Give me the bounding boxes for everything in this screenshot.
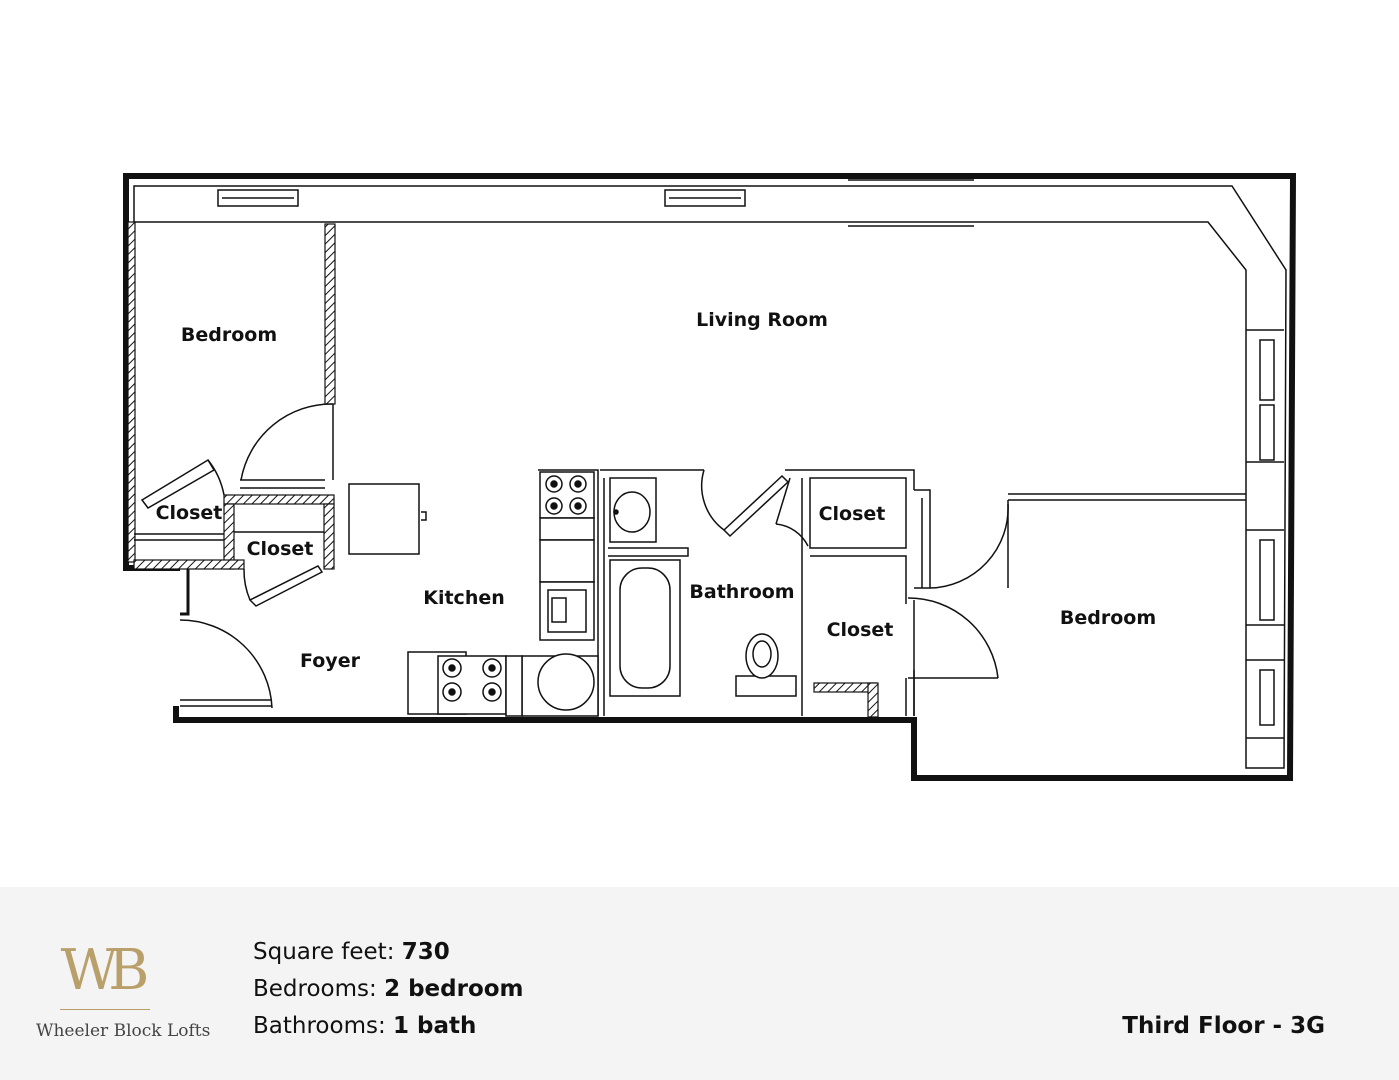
spec-square-feet-label: Square feet: [253,939,402,965]
room-label-closet-4: Closet [827,619,894,641]
floor-plan: Bedroom Living Room Closet Closet Kitche… [123,173,1297,781]
floor-plan-drawing: Bedroom Living Room Closet Closet Kitche… [123,173,1297,781]
spec-bathrooms-label: Bathrooms: [253,1013,394,1039]
spec-bedrooms-label: Bedrooms: [253,976,385,1002]
windows-top [217,179,974,227]
logo-monogram: WB [60,938,150,1003]
room-labels: Bedroom Living Room Closet Closet Kitche… [156,309,1157,672]
exterior-walls [123,173,1297,781]
windows-right [1246,329,1284,739]
room-label-bedroom-left: Bedroom [181,324,277,346]
unit-label: Third Floor - 3G [1122,1013,1325,1039]
doors [140,403,1009,709]
room-label-closet-2: Closet [247,538,314,560]
spec-bedrooms-value: 2 bedroom [384,976,524,1002]
room-label-kitchen: Kitchen [423,587,505,609]
room-label-closet-3: Closet [819,503,886,525]
partitions [134,469,1246,716]
room-label-living-room: Living Room [696,309,828,331]
room-label-bedroom-right: Bedroom [1060,607,1156,629]
logo: WB Wheeler Block Lofts [30,938,210,1049]
spec-bathrooms: Bathrooms: 1 bath [253,1013,476,1039]
spec-square-feet-value: 730 [401,939,450,965]
room-label-bathroom: Bathroom [689,581,794,603]
spec-square-feet: Square feet: 730 [253,939,450,965]
room-label-closet-1: Closet [156,502,223,524]
info-footer: WB Wheeler Block Lofts Square feet: 730 … [0,887,1399,1080]
kitchen-fixtures [348,471,599,717]
logo-name: Wheeler Block Lofts [36,1021,211,1041]
room-label-foyer: Foyer [300,650,361,672]
spec-bathrooms-value: 1 bath [393,1013,477,1039]
logo-divider [60,1009,150,1010]
bathroom-fixtures [609,477,797,697]
spec-bedrooms: Bedrooms: 2 bedroom [253,976,524,1002]
